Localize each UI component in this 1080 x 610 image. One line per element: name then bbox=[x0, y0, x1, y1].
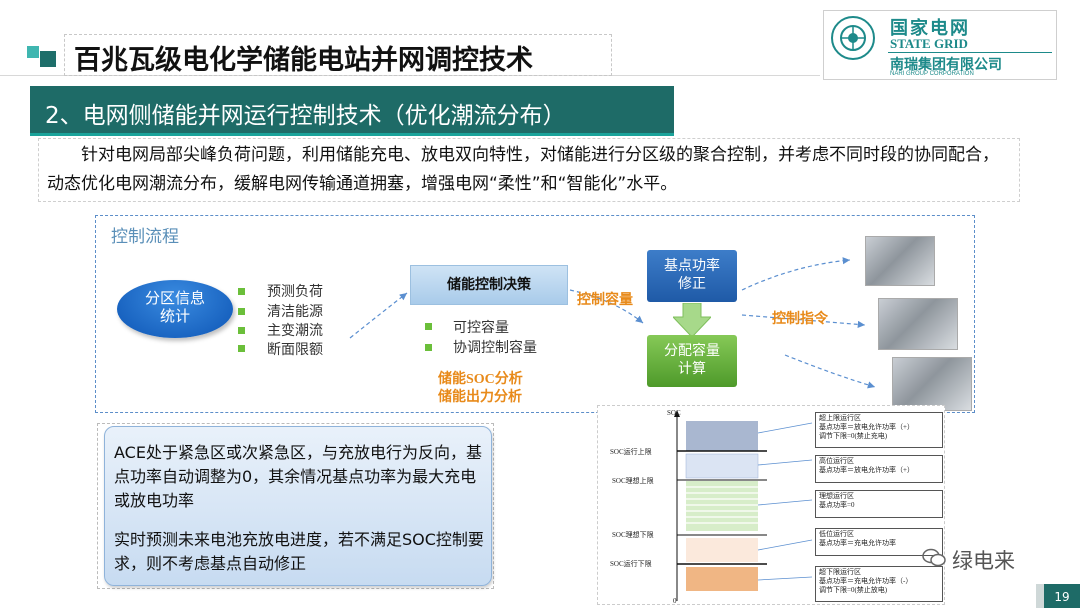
band-over-upper bbox=[686, 421, 758, 451]
base-power-text: 基点功率 修正 bbox=[664, 259, 720, 292]
band-over-lower bbox=[686, 567, 758, 591]
base-power-node: 基点功率 修正 bbox=[647, 250, 737, 302]
band-low bbox=[686, 538, 758, 562]
bullet-icon bbox=[238, 288, 245, 295]
logo-nari-english: NARI GROUP CORPORATION bbox=[890, 71, 974, 77]
soc-zone-box: 理想运行区 基点功率=0 bbox=[815, 490, 943, 518]
decision-item: 可控容量 bbox=[453, 317, 509, 337]
zone-line: 基点功率＝充电允许功率 bbox=[819, 539, 939, 548]
zone-line: 调节下限=0(禁止充电) bbox=[819, 432, 939, 441]
soc-analysis-label: 储能SOC分析 bbox=[438, 368, 523, 388]
watermark-text: 绿电来 bbox=[952, 545, 1015, 575]
bullet-icon bbox=[238, 308, 245, 315]
ace-paragraph-1: ACE处于紧急区或次紧急区，与充放电行为反向，基点功率自动调整为0，其余情况基点… bbox=[114, 441, 486, 513]
zone-title: 超下限运行区 bbox=[819, 568, 939, 577]
arrow-to-cabinet-3 bbox=[785, 355, 875, 387]
control-capacity-label: 控制容量 bbox=[577, 289, 633, 309]
control-command-label: 控制指令 bbox=[772, 308, 828, 328]
soc-zone-box: 高位运行区 基点功率＝放电允许功率（+） bbox=[815, 455, 943, 483]
arrow-to-decision bbox=[350, 293, 407, 338]
soc-axis-zero: 0 bbox=[673, 597, 677, 605]
band-high bbox=[686, 454, 758, 478]
zone-info-label: 分区信息 统计 bbox=[117, 290, 233, 326]
soc-threshold-label: SOC理想下限 bbox=[612, 530, 654, 540]
down-arrow-icon bbox=[673, 303, 711, 337]
input-item: 预测负荷 bbox=[267, 281, 323, 301]
soc-threshold-label: SOC运行下限 bbox=[610, 559, 652, 569]
zone-title: 超上限运行区 bbox=[819, 414, 939, 423]
soc-threshold-label: SOC运行上限 bbox=[610, 447, 652, 457]
section-title: 2、电网侧储能并网运行控制技术（优化潮流分布） bbox=[45, 96, 566, 130]
allocate-text: 分配容量 计算 bbox=[664, 344, 720, 377]
zone-line: 基点功率＝放电允许功率（+） bbox=[819, 423, 939, 432]
storage-cabinet-image bbox=[892, 357, 972, 411]
logo-english-name: STATE GRID bbox=[890, 36, 968, 52]
output-analysis-label: 储能出力分析 bbox=[438, 386, 522, 406]
page-title: 百兆瓦级电化学储能电站并网调控技术 bbox=[74, 38, 533, 77]
wechat-icon bbox=[922, 548, 946, 568]
zone-line: 基点功率＝充电允许功率（-） bbox=[819, 577, 939, 586]
bullet-icon bbox=[425, 344, 432, 351]
zone-line: 调节下限=0(禁止放电) bbox=[819, 586, 939, 595]
state-grid-emblem-icon bbox=[831, 16, 875, 60]
page-number: 19 bbox=[1044, 584, 1080, 608]
zone-line: 基点功率=0 bbox=[819, 501, 939, 510]
arrow-to-cabinet-1 bbox=[742, 260, 850, 290]
intro-paragraph: 针对电网局部尖峰负荷问题，利用储能充电、放电双向特性，对储能进行分区级的聚合控制… bbox=[38, 138, 1020, 202]
bullet-icon bbox=[238, 327, 245, 334]
logo-divider bbox=[888, 52, 1052, 53]
storage-cabinet-image bbox=[878, 298, 958, 350]
ace-paragraph-2: 实时预测未来电池充放电进度，若不满足SOC控制要求，则不考虑基点自动修正 bbox=[114, 528, 486, 576]
zone-info-text: 分区信息 统计 bbox=[145, 291, 205, 325]
zone-title: 低位运行区 bbox=[819, 530, 939, 539]
zone-title: 理想运行区 bbox=[819, 492, 939, 501]
decision-node: 储能控制决策 bbox=[410, 265, 568, 305]
title-square-light bbox=[27, 46, 39, 58]
bullet-icon bbox=[425, 323, 432, 330]
input-item: 断面限额 bbox=[267, 339, 323, 359]
soc-axis-label: SOC bbox=[667, 409, 681, 417]
zone-line: 基点功率＝放电允许功率（+） bbox=[819, 466, 939, 475]
title-square-dark bbox=[40, 51, 56, 67]
decision-item: 协调控制容量 bbox=[453, 337, 537, 357]
zone-title: 高位运行区 bbox=[819, 457, 939, 466]
state-grid-logo: 国家电网 STATE GRID 南瑞集团有限公司 NARI GROUP CORP… bbox=[823, 10, 1057, 80]
soc-threshold-label: SOC理想上限 bbox=[612, 476, 654, 486]
bullet-icon bbox=[238, 345, 245, 352]
storage-cabinet-image bbox=[865, 236, 935, 286]
input-item: 主变潮流 bbox=[267, 320, 323, 340]
soc-zone-box: 超上限运行区 基点功率＝放电允许功率（+） 调节下限=0(禁止充电) bbox=[815, 412, 943, 448]
soc-zone-box: 超下限运行区 基点功率＝充电允许功率（-） 调节下限=0(禁止放电) bbox=[815, 566, 943, 602]
input-item: 清洁能源 bbox=[267, 301, 323, 321]
allocate-node: 分配容量 计算 bbox=[647, 335, 737, 387]
